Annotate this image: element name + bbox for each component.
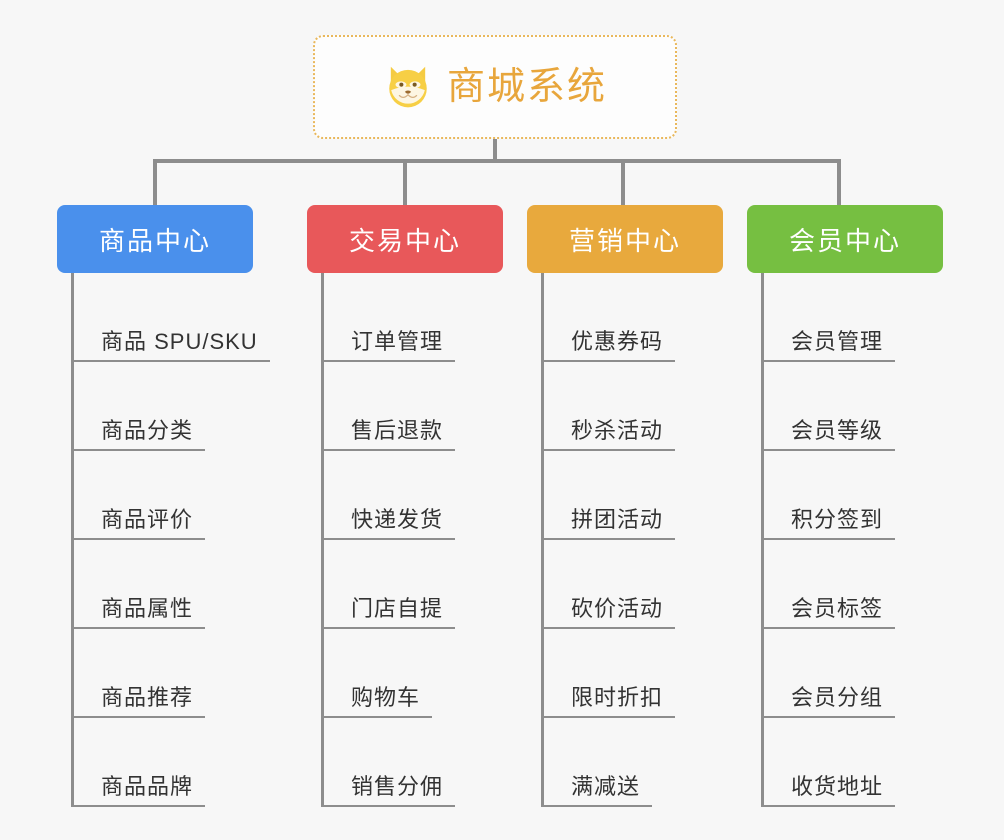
list-item[interactable]: 商品品牌 (57, 718, 270, 807)
list-item[interactable]: 砍价活动 (527, 540, 676, 629)
connector-drop-1 (153, 159, 157, 205)
leaf-label: 满减送 (541, 775, 653, 807)
leaf-label: 收货地址 (761, 775, 896, 807)
category-header-label: 营销中心 (568, 225, 681, 256)
category-header-2[interactable]: 交易中心 (307, 205, 503, 273)
leaf-label: 订单管理 (321, 330, 456, 362)
leaf-label: 砍价活动 (541, 597, 676, 629)
category-header-3[interactable]: 营销中心 (527, 205, 723, 273)
leaf-label: 商品品牌 (71, 775, 206, 807)
branch-trunk-2 (321, 273, 324, 807)
leaf-label: 销售分佣 (321, 775, 456, 807)
list-item[interactable]: 销售分佣 (307, 718, 456, 807)
category-header-4[interactable]: 会员中心 (747, 205, 943, 273)
leaf-label: 秒杀活动 (541, 419, 676, 451)
leaf-label: 购物车 (321, 686, 433, 718)
leaf-label: 拼团活动 (541, 508, 676, 540)
branch-trunk-1 (71, 273, 74, 807)
category-header-label: 交易中心 (348, 225, 461, 256)
shiba-dog-emoji-icon (389, 66, 427, 108)
list-item[interactable]: 秒杀活动 (527, 362, 676, 451)
leaf-label: 会员管理 (761, 330, 896, 362)
branch-trunk-3 (541, 273, 544, 807)
connector-drop-2 (403, 159, 407, 205)
leaf-label: 门店自提 (321, 597, 456, 629)
category-header-label: 会员中心 (788, 225, 901, 256)
list-item[interactable]: 商品属性 (57, 540, 270, 629)
leaf-label: 商品推荐 (71, 686, 206, 718)
leaf-list-2: 订单管理 售后退款 快递发货 门店自提 购物车 销售分佣 (307, 273, 456, 807)
leaf-label: 积分签到 (761, 508, 896, 540)
leaf-list-1: 商品 SPU/SKU 商品分类 商品评价 商品属性 商品推荐 商品品牌 (57, 273, 270, 807)
list-item[interactable]: 拼团活动 (527, 451, 676, 540)
connector-drop-3 (621, 159, 625, 205)
leaf-label: 优惠券码 (541, 330, 676, 362)
list-item[interactable]: 售后退款 (307, 362, 456, 451)
leaf-list-4: 会员管理 会员等级 积分签到 会员标签 会员分组 收货地址 (747, 273, 896, 807)
leaf-label: 商品评价 (71, 508, 206, 540)
leaf-label: 商品属性 (71, 597, 206, 629)
leaf-label: 商品 SPU/SKU (71, 330, 270, 362)
leaf-label: 商品分类 (71, 419, 206, 451)
list-item[interactable]: 商品推荐 (57, 629, 270, 718)
list-item[interactable]: 订单管理 (307, 273, 456, 362)
connector-horizontal-bus (153, 159, 841, 163)
list-item[interactable]: 商品 SPU/SKU (57, 273, 270, 362)
root-node[interactable]: 商城系统 (313, 35, 677, 139)
leaf-list-3: 优惠券码 秒杀活动 拼团活动 砍价活动 限时折扣 满减送 (527, 273, 676, 807)
list-item[interactable]: 购物车 (307, 629, 455, 718)
leaf-label: 会员标签 (761, 597, 896, 629)
leaf-label: 会员分组 (761, 686, 896, 718)
leaf-label: 限时折扣 (541, 686, 676, 718)
list-item[interactable]: 会员管理 (747, 273, 896, 362)
list-item[interactable]: 商品评价 (57, 451, 270, 540)
list-item[interactable]: 优惠券码 (527, 273, 676, 362)
list-item[interactable]: 满减送 (527, 718, 675, 807)
leaf-label: 会员等级 (761, 419, 896, 451)
list-item[interactable]: 门店自提 (307, 540, 456, 629)
list-item[interactable]: 会员标签 (747, 540, 896, 629)
leaf-label: 快递发货 (321, 508, 456, 540)
root-title: 商城系统 (446, 66, 607, 108)
list-item[interactable]: 会员等级 (747, 362, 896, 451)
list-item[interactable]: 限时折扣 (527, 629, 676, 718)
list-item[interactable]: 收货地址 (747, 718, 896, 807)
connector-drop-4 (837, 159, 841, 205)
list-item[interactable]: 快递发货 (307, 451, 456, 540)
list-item[interactable]: 商品分类 (57, 362, 270, 451)
category-header-1[interactable]: 商品中心 (57, 205, 253, 273)
list-item[interactable]: 会员分组 (747, 629, 896, 718)
branch-trunk-4 (761, 273, 764, 807)
category-header-label: 商品中心 (98, 225, 211, 256)
list-item[interactable]: 积分签到 (747, 451, 896, 540)
connector-root-stem (493, 139, 497, 162)
leaf-label: 售后退款 (321, 419, 456, 451)
